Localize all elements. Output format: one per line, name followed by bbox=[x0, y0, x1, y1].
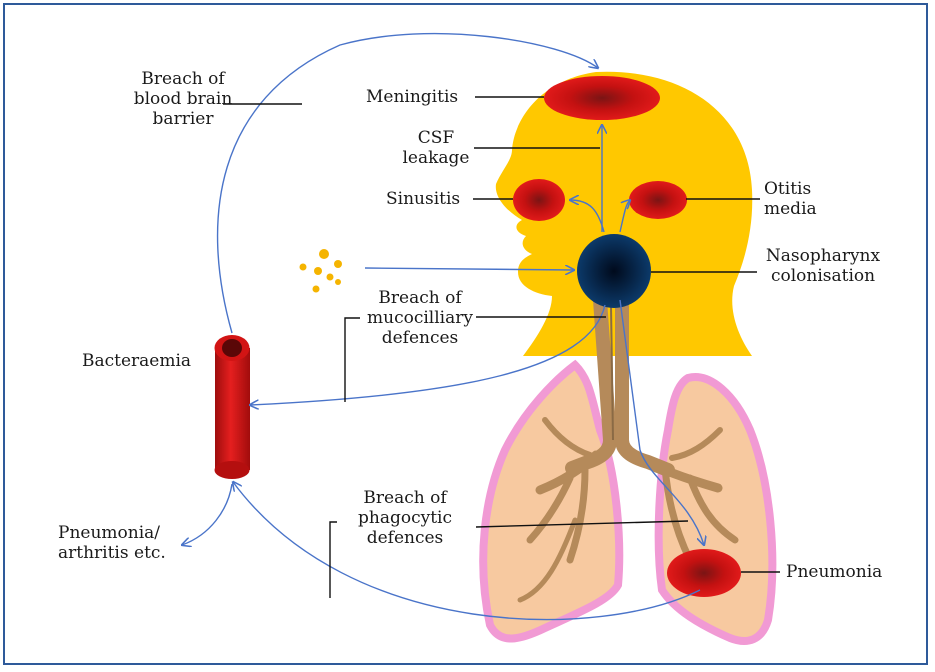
label-line: Bacteraemia bbox=[82, 351, 191, 371]
label-otitis-media: Otitis media bbox=[764, 179, 817, 219]
label-breach-mucocilliary: Breach of mucocilliary defences bbox=[360, 288, 480, 348]
label-nasopharynx-colonisation: Nasopharynx colonisation bbox=[758, 246, 888, 286]
label-line: defences bbox=[340, 528, 470, 548]
label-line: Breach of bbox=[360, 288, 480, 308]
label-line: blood brain bbox=[128, 89, 238, 109]
label-pneumonia-arthritis: Pneumonia/ arthritis etc. bbox=[58, 523, 166, 563]
label-line: arthritis etc. bbox=[58, 543, 166, 563]
label-line: media bbox=[764, 199, 817, 219]
label-line: Nasopharynx bbox=[758, 246, 888, 266]
nasopharynx-node bbox=[577, 234, 651, 308]
label-line: defences bbox=[360, 328, 480, 348]
label-line: CSF bbox=[396, 128, 476, 148]
label-line: leakage bbox=[396, 148, 476, 168]
label-sinusitis: Sinusitis bbox=[386, 189, 460, 209]
label-line: mucocilliary bbox=[360, 308, 480, 328]
bacteria-dots bbox=[300, 249, 343, 293]
label-line: Sinusitis bbox=[386, 189, 460, 209]
pneumonia-lesion bbox=[667, 549, 741, 597]
label-breach-phagocytic: Breach of phagocytic defences bbox=[340, 488, 470, 548]
label-pneumonia: Pneumonia bbox=[786, 562, 882, 582]
label-bacteraemia: Bacteraemia bbox=[82, 351, 191, 371]
blood-vessel bbox=[215, 335, 251, 479]
left-lung bbox=[483, 365, 619, 639]
label-line: Otitis bbox=[764, 179, 817, 199]
label-line: Meningitis bbox=[366, 87, 458, 107]
right-lung bbox=[659, 377, 773, 641]
label-line: Pneumonia/ bbox=[58, 523, 166, 543]
meningitis-lesion bbox=[544, 76, 660, 120]
label-line: phagocytic bbox=[340, 508, 470, 528]
otitis-lesion bbox=[629, 181, 687, 219]
label-line: Breach of bbox=[128, 69, 238, 89]
label-line: Pneumonia bbox=[786, 562, 882, 582]
sinusitis-lesion bbox=[513, 179, 565, 221]
label-meningitis: Meningitis bbox=[366, 87, 458, 107]
label-line: Breach of bbox=[340, 488, 470, 508]
label-csf-leakage: CSF leakage bbox=[396, 128, 476, 168]
label-breach-blood-brain-barrier: Breach of blood brain barrier bbox=[128, 69, 238, 129]
label-line: barrier bbox=[128, 109, 238, 129]
label-line: colonisation bbox=[758, 266, 888, 286]
